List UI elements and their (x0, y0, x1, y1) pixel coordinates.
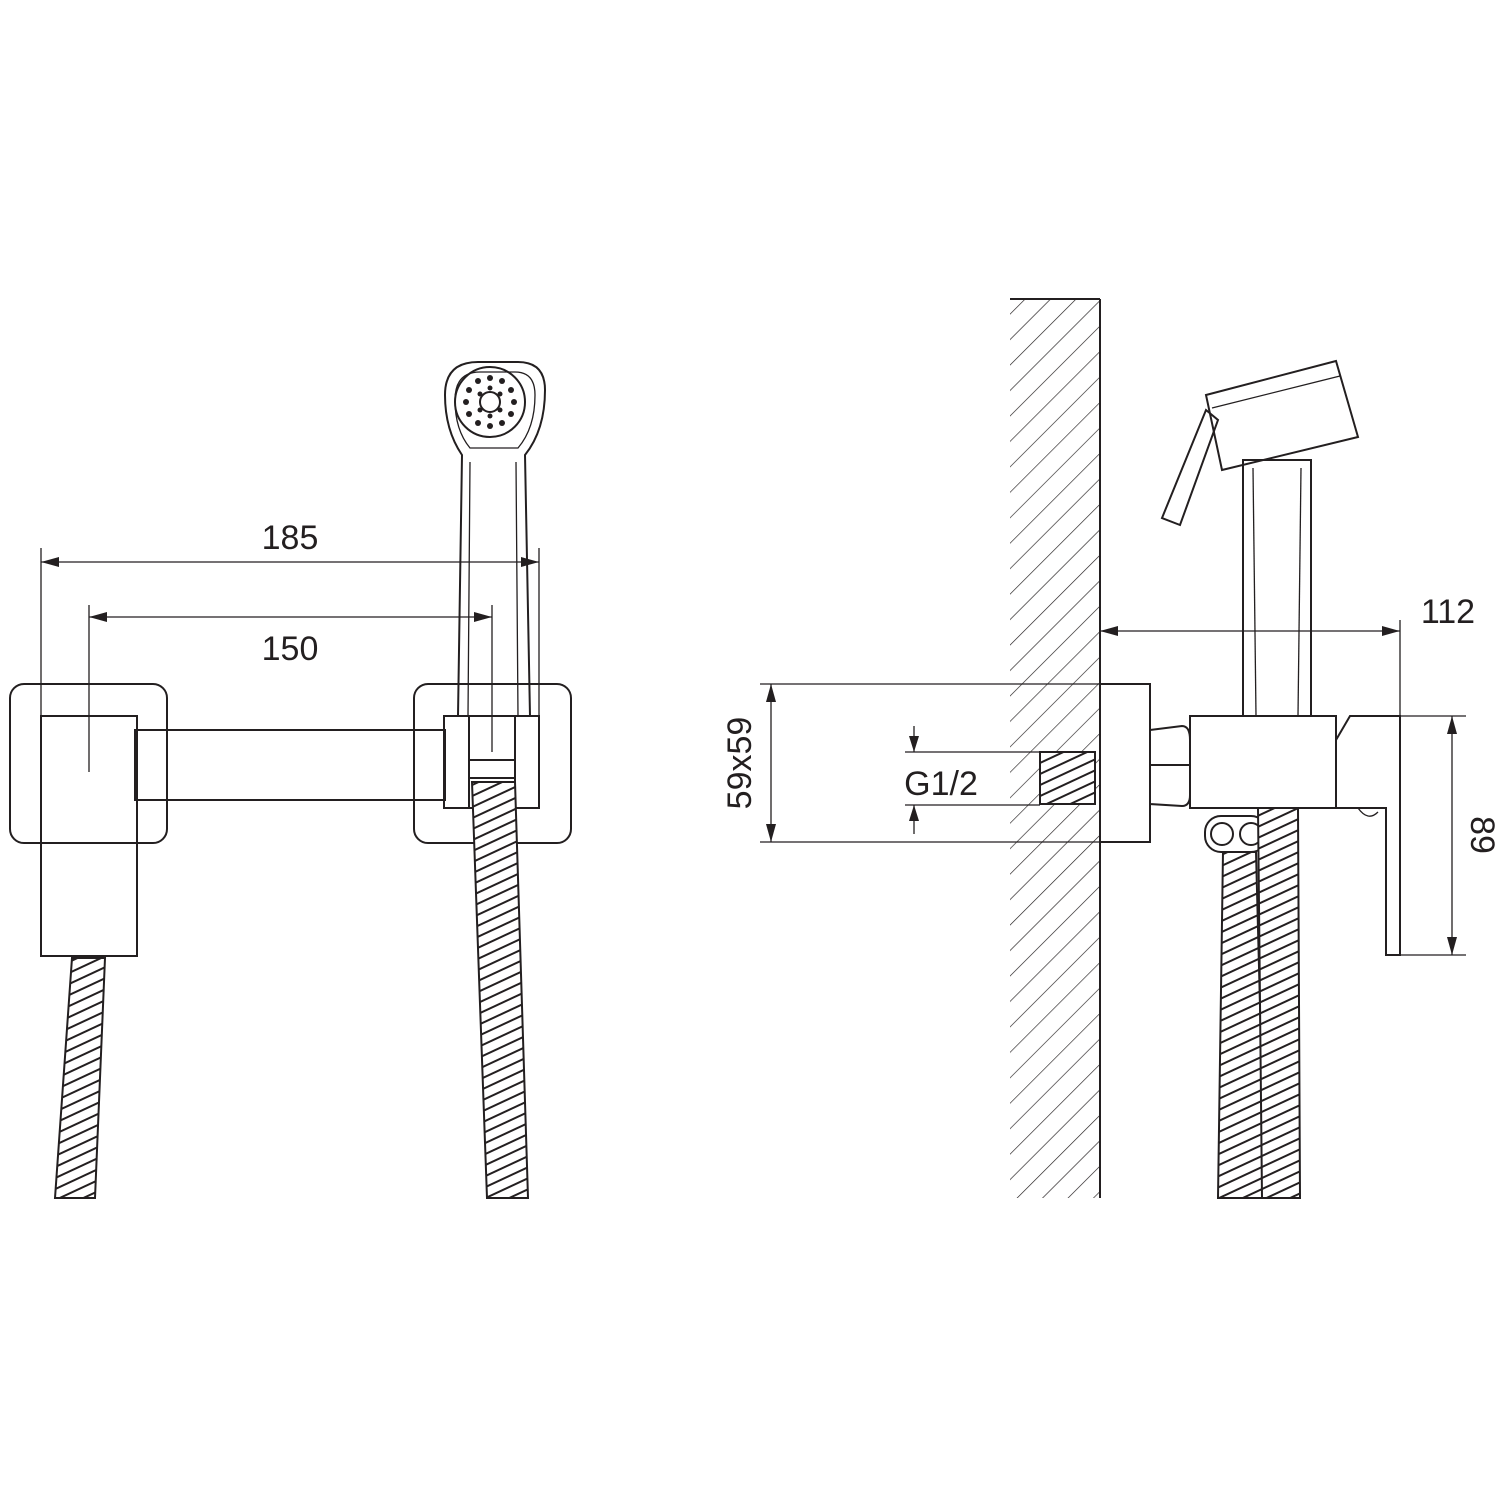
lever-handle (1335, 715, 1401, 956)
valve-body-side (1189, 715, 1337, 809)
dimension-59x59-label: 59x59 (721, 717, 759, 810)
hand-shower-head-side (1204, 359, 1360, 472)
dimension-150-label: 150 (262, 630, 319, 668)
spray-nozzles (463, 375, 517, 429)
connecting-bar (134, 729, 446, 801)
spray-face-icon (454, 366, 526, 438)
dimension-g12-label: G1/2 (904, 765, 978, 803)
hand-shower-front (443, 361, 547, 717)
dimension-185-label: 185 (262, 519, 319, 557)
dimension-89: 89 (1400, 715, 1500, 956)
dimension-112-label: 112 (1421, 593, 1475, 631)
side-hose-front (1216, 851, 1267, 1199)
dimension-89-label: 89 (1463, 816, 1500, 854)
side-view: 59x59 G1/2 112 89 (721, 298, 1500, 1199)
front-view: 185 150 (9, 361, 572, 1199)
dimension-112: 112 (1100, 593, 1475, 716)
dimension-185: 185 (40, 519, 540, 716)
wall-flange (1099, 683, 1151, 843)
right-hose (470, 781, 530, 1199)
dimension-g12: G1/2 (904, 726, 1040, 834)
trigger-icon (1160, 408, 1220, 527)
wall-section (1010, 299, 1100, 1198)
hand-shower-stem (1242, 459, 1312, 717)
dimension-150: 150 (88, 605, 493, 772)
dimension-59x59: 59x59 (721, 683, 1100, 843)
left-hose (53, 957, 107, 1199)
side-hose-back (1256, 807, 1302, 1199)
thread-fitting (1039, 751, 1096, 805)
